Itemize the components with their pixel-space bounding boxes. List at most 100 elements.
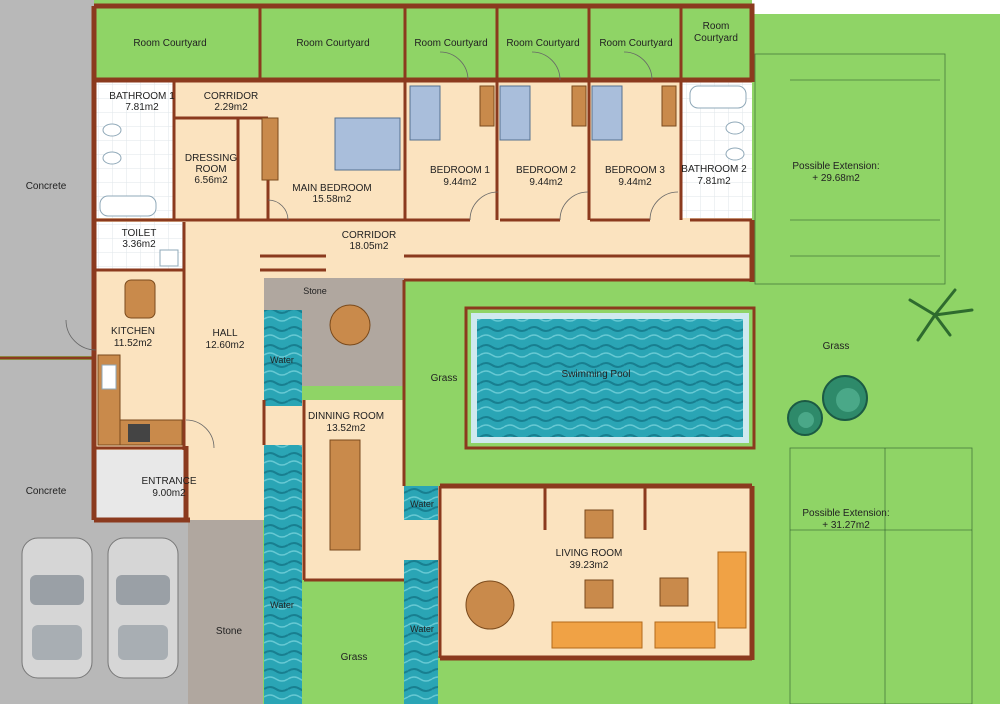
toilet-bowl-2	[102, 151, 122, 165]
concrete-top-area	[0, 0, 94, 356]
label-bedroom1: BEDROOM 1	[430, 165, 490, 176]
water-small	[404, 486, 438, 520]
label-water-small: Water	[410, 499, 434, 509]
label-bathroom2-area: 7.81m2	[697, 176, 731, 187]
label-bedroom2: BEDROOM 2	[516, 165, 576, 176]
water-strip-left	[264, 310, 302, 406]
label-dressing-line2: ROOM	[195, 164, 226, 175]
sofa-bottom-1	[551, 621, 643, 649]
label-bedroom3: BEDROOM 3	[605, 165, 665, 176]
toilet-bowl-4	[725, 147, 745, 161]
label-grass-bottom: Grass	[341, 652, 368, 663]
label-entrance-area: 9.00m2	[152, 488, 186, 499]
label-ext2-line1: Possible Extension:	[802, 508, 889, 519]
label-hall: HALL	[212, 328, 237, 339]
label-corridor-main-area: 18.05m2	[350, 241, 389, 252]
desk-1	[479, 85, 495, 127]
label-courtyard-3: Room Courtyard	[414, 38, 487, 49]
bed-3	[591, 85, 623, 141]
desk-2	[571, 85, 587, 127]
label-entrance: ENTRANCE	[141, 476, 196, 487]
water-bottom	[404, 560, 438, 704]
kitchen-table	[124, 279, 156, 319]
living-side-table-3	[659, 577, 689, 607]
tree-small	[787, 400, 823, 436]
main-bed	[334, 117, 401, 171]
label-corridor-top: CORRIDOR	[204, 91, 258, 102]
label-water-left: Water	[270, 355, 294, 365]
label-stone-bottom: Stone	[216, 626, 243, 637]
label-ext2-line2: + 31.27m2	[822, 520, 870, 531]
label-courtyard-2: Room Courtyard	[296, 38, 369, 49]
label-water-bottom: Water	[410, 624, 434, 634]
label-courtyard-6-line1: Room	[703, 21, 730, 32]
label-ext1-line2: + 29.68m2	[812, 173, 860, 184]
label-kitchen: KITCHEN	[111, 326, 155, 337]
label-dinning-area: 13.52m2	[327, 423, 366, 434]
label-bedroom3-area: 9.44m2	[618, 177, 652, 188]
bathroom1-floor	[96, 82, 174, 218]
label-corridor-main: CORRIDOR	[342, 230, 396, 241]
label-courtyard-1: Room Courtyard	[133, 38, 206, 49]
bathtub-1	[99, 195, 157, 217]
extension-outline-2	[789, 447, 973, 704]
entrance-floor	[96, 450, 188, 520]
label-bedroom2-area: 9.44m2	[529, 177, 563, 188]
stone-path-bottom	[188, 520, 263, 704]
living-round-table	[465, 580, 515, 630]
outer-wall-top	[94, 3, 755, 82]
living-side-table-2	[584, 579, 614, 609]
patio-table	[329, 304, 371, 346]
pool	[471, 313, 749, 443]
label-main-bedroom: MAIN BEDROOM	[292, 183, 371, 194]
sofa-bottom-2	[654, 621, 716, 649]
white-margin	[752, 0, 1000, 14]
dinning-table	[329, 439, 361, 551]
car-left	[21, 537, 93, 679]
sofa-right	[717, 551, 747, 629]
floor-corridor	[96, 220, 752, 280]
label-toilet-area: 3.36m2	[122, 239, 156, 250]
label-grass-right: Grass	[823, 341, 850, 352]
bed-2	[499, 85, 531, 141]
bathtub-2	[689, 85, 747, 109]
label-concrete-bottom: Concrete	[26, 486, 67, 497]
stove	[128, 424, 150, 442]
kitchen-sink	[101, 364, 117, 390]
label-stone-top: Stone	[303, 286, 327, 296]
label-courtyard-5: Room Courtyard	[599, 38, 672, 49]
label-dressing-area: 6.56m2	[194, 175, 228, 186]
living-side-table-1	[584, 509, 614, 539]
toilet-bowl-1	[102, 123, 122, 137]
desk-main	[261, 117, 279, 181]
tree-large	[822, 375, 868, 421]
label-hall-area: 12.60m2	[206, 340, 245, 351]
label-living: LIVING ROOM	[556, 548, 623, 559]
car-right	[107, 537, 179, 679]
label-concrete-top: Concrete	[26, 181, 67, 192]
bed-1	[409, 85, 441, 141]
extension-outline-1	[754, 53, 946, 285]
label-grass-mid: Grass	[431, 373, 458, 384]
sink-toilet	[159, 249, 179, 267]
label-pool: Swimming Pool	[562, 369, 631, 380]
label-bathroom1-area: 7.81m2	[125, 102, 159, 113]
label-toilet: TOILET	[122, 228, 157, 239]
label-courtyard-6-line2: Courtyard	[694, 33, 738, 44]
toilet-bowl-3	[725, 121, 745, 135]
label-ext1-line1: Possible Extension:	[792, 161, 879, 172]
label-dressing-line1: DRESSING	[185, 153, 237, 164]
label-corridor-top-area: 2.29m2	[214, 102, 248, 113]
palm-tree	[908, 288, 974, 342]
label-living-area: 39.23m2	[570, 560, 609, 571]
label-dinning: DINNING ROOM	[308, 411, 384, 422]
label-bedroom1-area: 9.44m2	[443, 177, 477, 188]
water-long	[264, 445, 302, 704]
label-main-bedroom-area: 15.58m2	[313, 194, 352, 205]
label-bathroom1: BATHROOM 1	[109, 91, 175, 102]
label-bathroom2: BATHROOM 2	[681, 164, 747, 175]
label-water-long: Water	[270, 600, 294, 610]
desk-3	[661, 85, 677, 127]
label-courtyard-4: Room Courtyard	[506, 38, 579, 49]
